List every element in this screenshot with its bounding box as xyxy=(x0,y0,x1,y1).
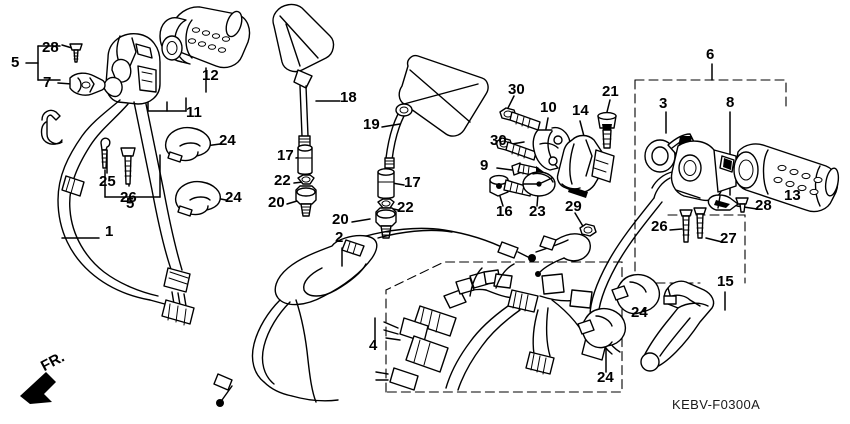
leader-20-left xyxy=(286,200,298,205)
mirror-bolt-20-right xyxy=(375,207,397,239)
callout-4: 4 xyxy=(369,337,378,354)
mirror-adapter-17-left xyxy=(297,144,313,175)
callout-22-left: 22 xyxy=(274,172,291,189)
screw-25-part xyxy=(100,137,111,169)
left-switch-wiring xyxy=(133,101,195,326)
callout-30-lower: 30 xyxy=(490,132,507,149)
leader-19 xyxy=(381,123,401,128)
callout-25: 25 xyxy=(99,173,116,190)
nut-29-part xyxy=(579,223,597,237)
callout-24-d: 24 xyxy=(597,369,614,386)
callout-28-right: 28 xyxy=(755,197,772,214)
callout-6: 6 xyxy=(706,46,715,63)
pivot-washer-23-part xyxy=(522,171,556,197)
clutch-cable-4 xyxy=(213,299,339,407)
callout-5-upper: 5 xyxy=(11,54,20,71)
callout-10: 10 xyxy=(540,99,557,116)
callout-17-left: 17 xyxy=(277,147,294,164)
callout-26-left: 26 xyxy=(120,189,137,206)
clip-24-b-part xyxy=(174,180,221,217)
callout-26-right: 26 xyxy=(651,218,668,235)
harness-box xyxy=(385,261,623,393)
callout-2: 2 xyxy=(335,229,344,246)
callout-1: 1 xyxy=(105,223,114,240)
screw-21-part xyxy=(597,111,617,149)
left-hook-bracket xyxy=(40,109,63,145)
diagram-code: KEBV-F0300A xyxy=(672,397,761,412)
mirror-adapter-17-right xyxy=(377,168,395,199)
brake-lever-15 xyxy=(640,280,715,372)
leader-20-right xyxy=(351,218,371,223)
left-switch-housing xyxy=(103,33,161,105)
lever-bracket-14-part xyxy=(556,134,615,198)
callout-12: 12 xyxy=(202,67,219,84)
throttle-cable-2 xyxy=(274,227,536,306)
callout-5-lower: 5 xyxy=(126,195,135,212)
bracket-5-lower xyxy=(104,154,161,204)
mirror-nut-22-left xyxy=(297,174,315,185)
right-grip-13 xyxy=(733,143,840,213)
mirror-left-18 xyxy=(272,3,335,147)
fr-arrow-icon xyxy=(20,372,56,404)
callout-3: 3 xyxy=(659,95,668,112)
clip-24-c-part xyxy=(611,273,661,315)
callout-22-right: 22 xyxy=(397,199,414,216)
callout-27: 27 xyxy=(720,230,737,247)
callout-16: 16 xyxy=(496,203,513,220)
screw-26-right-part xyxy=(679,209,693,243)
bolt-30-lower-part xyxy=(495,137,537,161)
switch-lug-8-part xyxy=(707,194,739,211)
clip-24-a-part xyxy=(164,126,211,163)
callout-29: 29 xyxy=(565,198,582,215)
callout-24-c: 24 xyxy=(631,304,648,321)
callout-17-right: 17 xyxy=(404,174,421,191)
callout-7: 7 xyxy=(43,74,52,91)
right-switch-housing xyxy=(651,140,737,202)
callout-30-upper: 30 xyxy=(508,81,525,98)
cable-29-branch xyxy=(535,233,591,277)
box-6-top xyxy=(634,79,787,111)
left-handlebar-grip-12 xyxy=(159,6,251,69)
bracket-5-upper xyxy=(25,45,61,81)
callout-15: 15 xyxy=(717,273,734,290)
screw-28-left-part xyxy=(69,43,83,63)
callout-14: 14 xyxy=(572,102,589,119)
callout-19: 19 xyxy=(363,116,380,133)
callout-24-b: 24 xyxy=(225,189,242,206)
clamp-7-part xyxy=(69,72,106,96)
callout-21: 21 xyxy=(602,83,619,100)
wire-harness xyxy=(375,263,607,391)
callout-9: 9 xyxy=(480,157,489,174)
leader-27 xyxy=(705,237,723,243)
mirror-right-19 xyxy=(384,54,489,169)
clip-24-d-part xyxy=(577,307,627,349)
screw-28-right-part xyxy=(735,197,749,213)
callout-23: 23 xyxy=(529,203,546,220)
callout-13: 13 xyxy=(784,187,801,204)
callout-8: 8 xyxy=(726,94,735,111)
leader-9 xyxy=(496,167,513,171)
screw-27-part xyxy=(693,207,707,239)
callout-24-a: 24 xyxy=(219,132,236,149)
mirror-bolt-20-left xyxy=(295,185,317,217)
leader-26-right xyxy=(669,228,683,231)
callout-18: 18 xyxy=(340,89,357,106)
callout-20-right: 20 xyxy=(332,211,349,228)
callout-20-left: 20 xyxy=(268,194,285,211)
screw-26-left-part xyxy=(120,147,136,185)
box-13-area xyxy=(667,214,746,284)
callout-11: 11 xyxy=(186,104,202,121)
callout-28-left: 28 xyxy=(42,39,59,56)
pivot-bolt-16-part xyxy=(489,174,533,197)
leader-28-left xyxy=(61,44,73,49)
